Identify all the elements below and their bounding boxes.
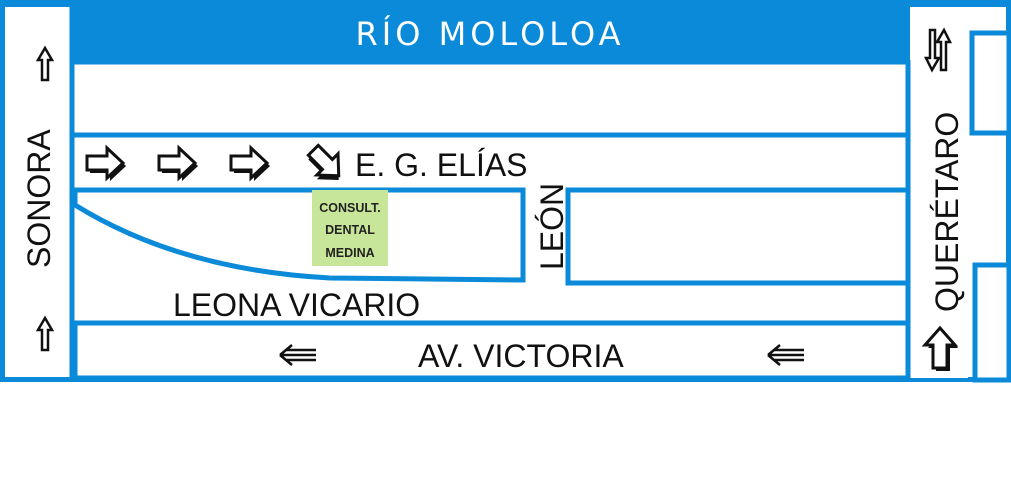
block-far-east-south <box>972 262 1011 383</box>
arrow-right-icon <box>85 146 128 183</box>
block-curved <box>72 187 526 283</box>
street-queretaro: QUERÉTARO <box>929 112 965 312</box>
river-mololoa <box>70 2 908 60</box>
arrow-up-icon <box>36 46 54 82</box>
arrow-right-icon <box>157 146 200 183</box>
arrow-two-way-icon <box>923 27 953 73</box>
street-eg-elias: E. G. ELÍAS <box>355 147 528 183</box>
street-av-victoria: AV. VICTORIA <box>418 338 624 374</box>
street-sonora: SONORA <box>21 129 57 268</box>
block-east <box>565 187 911 286</box>
block-far-east-north <box>969 30 1011 136</box>
poi-dental-clinic[interactable] <box>312 190 388 266</box>
arrow-up-icon <box>36 316 54 352</box>
poi-line-2: DENTAL <box>325 223 375 237</box>
poi-line-1: CONSULT. <box>319 201 381 215</box>
poi-line-3: MEDINA <box>325 246 374 260</box>
street-leona-vicario: LEONA VICARIO <box>173 287 420 323</box>
arrow-up-bold-icon <box>921 325 959 371</box>
arrow-down-right-icon <box>299 138 353 193</box>
arrow-right-icon <box>229 146 272 183</box>
street-leon: LEÓN <box>534 183 570 270</box>
block-north <box>69 59 911 138</box>
river-label: RÍO MOLOLOA <box>356 15 625 53</box>
